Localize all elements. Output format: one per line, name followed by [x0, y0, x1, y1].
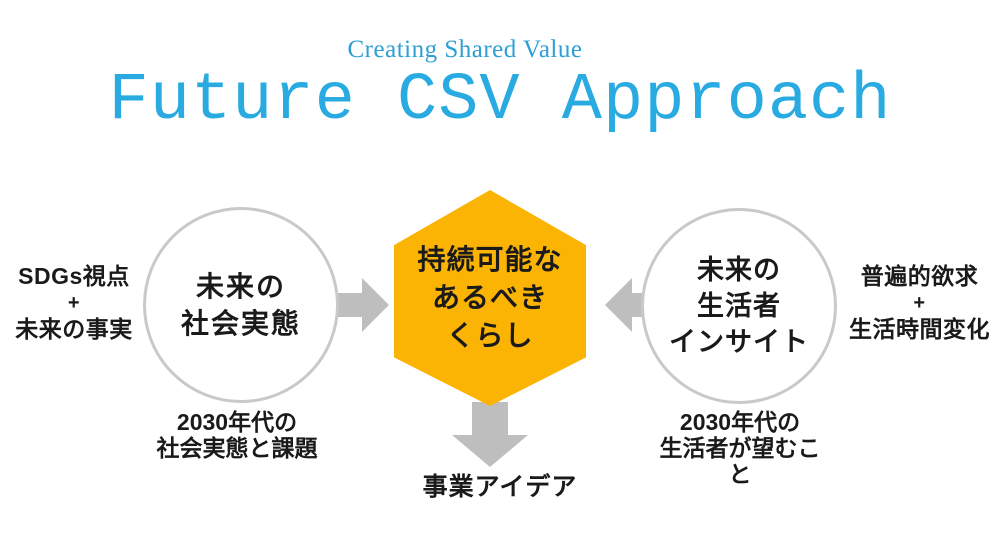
hexagon-line1: 持続可能な	[417, 244, 563, 275]
left-caption-line2: 社会実態と課題	[156, 435, 318, 461]
right-circle-line1: 未来の	[697, 255, 781, 285]
left-circle-caption: 2030年代の 社会実態と課題	[148, 409, 326, 461]
diagram-subtitle: Creating Shared Value	[347, 36, 583, 63]
left-caption-line1: 2030年代の	[176, 409, 298, 435]
left-circle-social-reality: 未来の 社会実態	[143, 207, 339, 403]
center-hexagon-sustainable-living: 持続可能な あるべき くらし	[394, 190, 586, 406]
left-circle-line1: 未来の	[195, 271, 286, 302]
right-circle-line2: 生活者	[697, 291, 781, 321]
right-caption-line2: 生活者が望むこと	[659, 435, 821, 487]
left-input-line2: 未来の事実	[15, 316, 133, 342]
left-input-factors: SDGs視点 + 未来の事実	[0, 263, 148, 343]
right-input-factors: 普遍的欲求 + 生活時間変化	[839, 263, 1000, 343]
arrow-left-icon	[605, 278, 657, 332]
right-input-line2: 生活時間変化	[849, 316, 990, 342]
left-plus-sign: +	[67, 292, 81, 314]
arrow-right-icon	[337, 278, 389, 332]
right-circle-line3: インサイト	[669, 327, 809, 357]
right-plus-sign: +	[913, 292, 926, 314]
page-title: Future CSV Approach	[108, 63, 892, 139]
right-circle-caption: 2030年代の 生活者が望むこと	[651, 409, 829, 487]
arrow-down-icon	[452, 402, 528, 467]
left-circle-line2: 社会実態	[180, 308, 301, 339]
right-caption-line1: 2030年代の	[679, 409, 801, 435]
right-input-line1: 普遍的欲求	[860, 263, 979, 289]
output-business-idea-label: 事業アイデア	[422, 473, 578, 501]
right-circle-consumer-insight: 未来の 生活者 インサイト	[641, 208, 837, 404]
hexagon-line3: くらし	[446, 320, 534, 351]
hexagon-line2: あるべき	[431, 282, 548, 313]
left-input-line1: SDGs視点	[18, 263, 130, 289]
